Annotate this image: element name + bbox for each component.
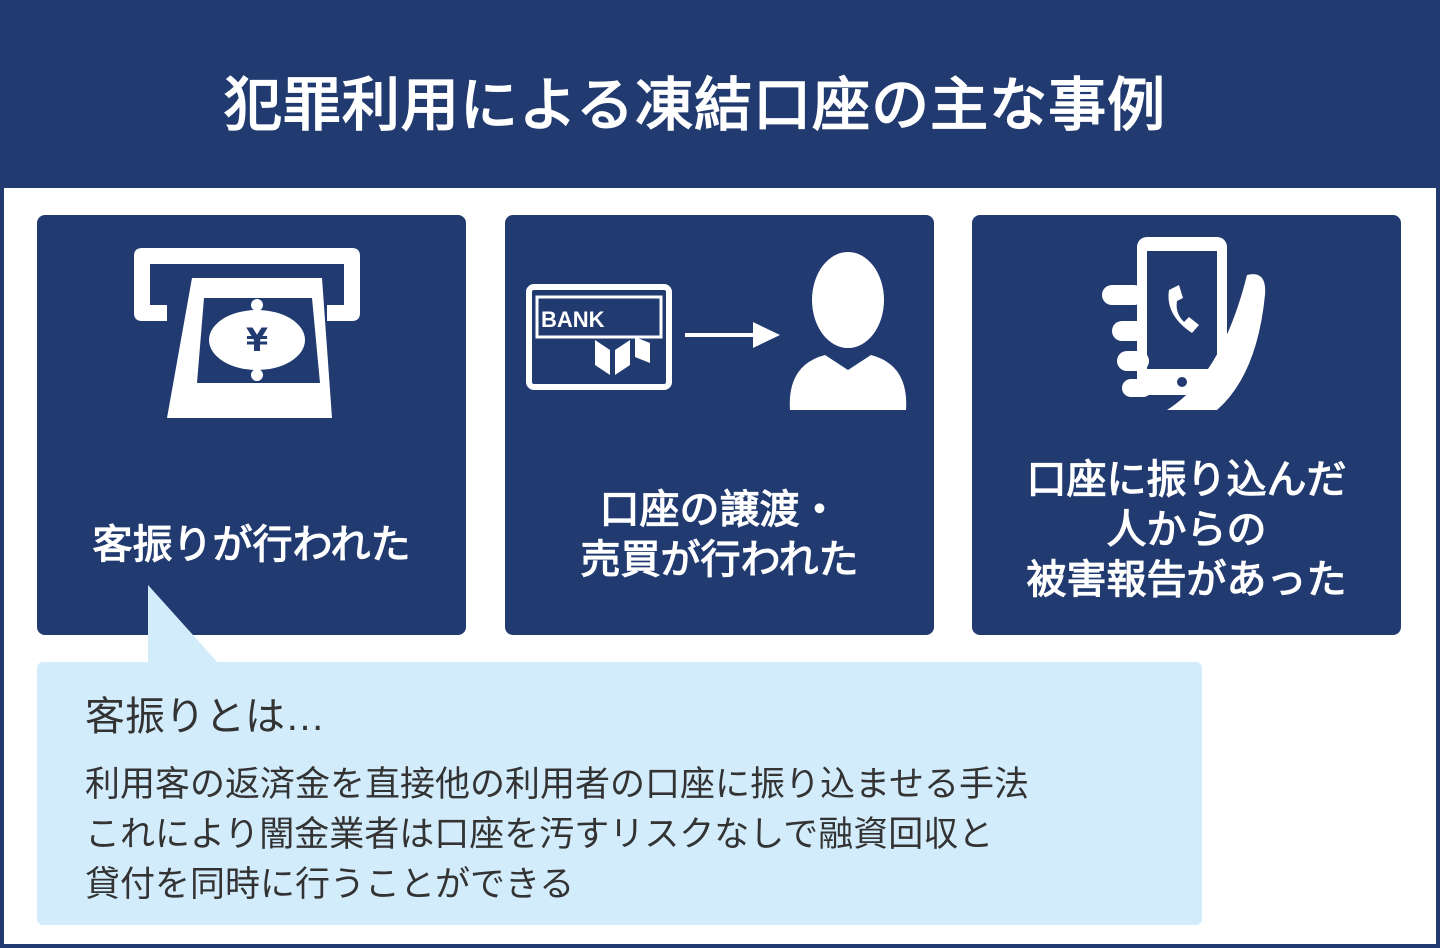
atm-cash-icon: ¥ (134, 248, 360, 418)
card-label: 客振りが行われた (92, 523, 411, 567)
card-label-line: 売買が行われた (580, 538, 859, 582)
page-title: 犯罪利用による凍結口座の主な事例 (223, 73, 1167, 138)
case-card-victim-report: 口座に振り込んだ 人からの 被害報告があった (972, 215, 1401, 635)
card-label: 口座に振り込んだ 人からの 被害報告があった (972, 455, 1401, 605)
bank-book-to-person-icon: BANK (526, 252, 907, 410)
card-label-line: 被害報告があった (1026, 558, 1347, 602)
case-card-transfer: BANK 口座の譲渡・ 売買が行われた (505, 215, 934, 635)
definition-body: 利用客の返済金を直接他の利用者の口座に振り込ませる手法 これにより闇金業者は口座… (85, 760, 1029, 910)
card-label-line: 人からの (1106, 508, 1267, 552)
card-label-line: 口座の譲渡・ (599, 488, 840, 532)
svg-text:¥: ¥ (246, 321, 268, 359)
definition-line: 利用客の返済金を直接他の利用者の口座に振り込ませる手法 (85, 765, 1029, 804)
svg-text:BANK: BANK (541, 307, 605, 332)
hand-phone-icon (1102, 237, 1266, 410)
header: 犯罪利用による凍結口座の主な事例 (0, 0, 1440, 188)
definition-title: 客振りとは… (85, 695, 325, 739)
case-card-kyakufuri: ¥ 客振りが行われた (37, 215, 466, 635)
card-label-line: 口座に振り込んだ (1026, 458, 1347, 502)
card-label: 口座の譲渡・ 売買が行われた (505, 485, 934, 585)
definition-bubble: 客振りとは… 利用客の返済金を直接他の利用者の口座に振り込ませる手法 これにより… (37, 662, 1202, 925)
definition-line: これにより闇金業者は口座を汚すリスクなしで融資回収と (85, 815, 994, 854)
definition-line: 貸付を同時に行うことができる (85, 865, 575, 904)
